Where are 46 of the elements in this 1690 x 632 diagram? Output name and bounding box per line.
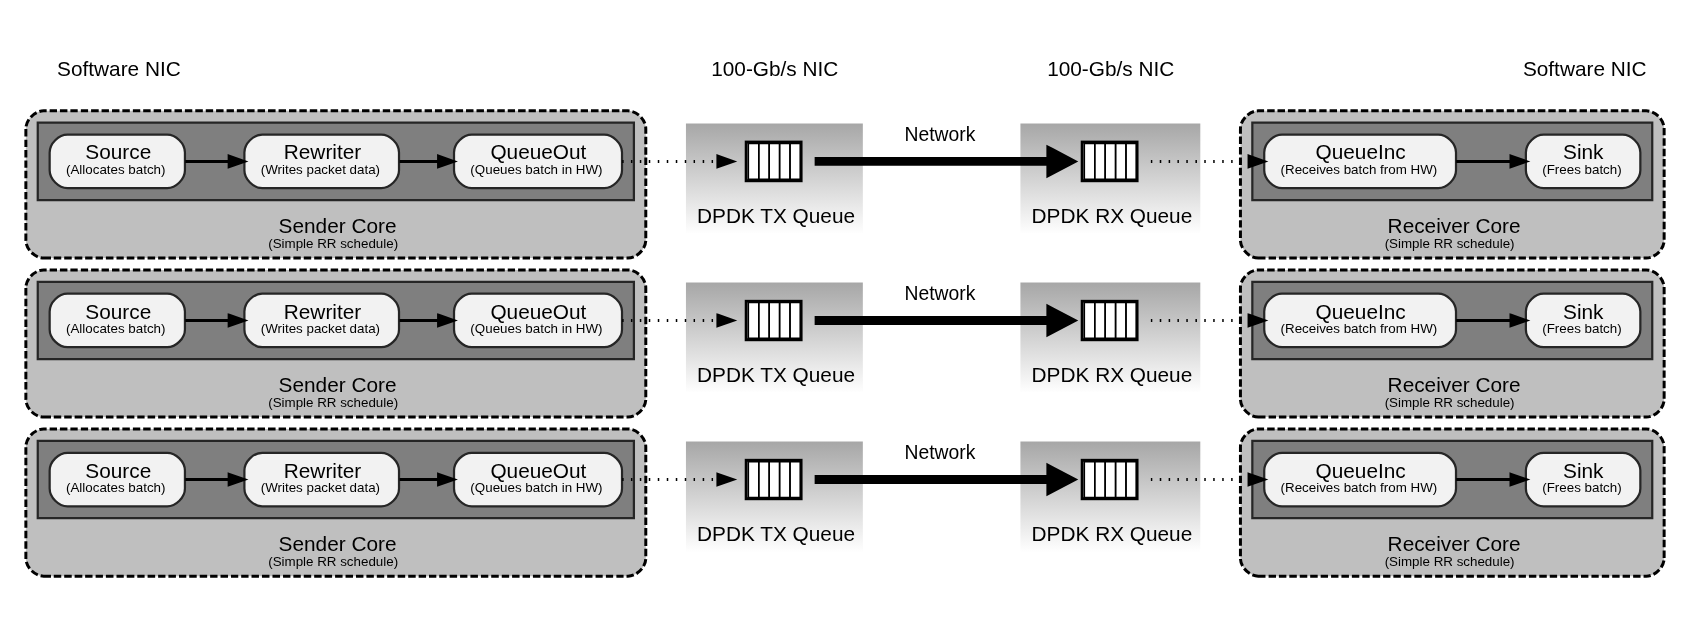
node-box: Source (Allocates batch) bbox=[48, 292, 187, 349]
label: 100-Gb/s NIC bbox=[711, 57, 839, 81]
node-box: Rewriter (Writes packet data) bbox=[243, 133, 401, 190]
node-box: Sink (Frees batch) bbox=[1524, 133, 1642, 190]
arrow bbox=[622, 154, 738, 169]
arrow bbox=[1150, 154, 1269, 169]
label: Software NIC bbox=[57, 57, 181, 81]
edge-label: Network bbox=[904, 124, 976, 146]
node-box: QueueOut (Queues batch in HW) bbox=[452, 133, 624, 190]
arrow bbox=[399, 154, 458, 169]
arrow bbox=[1456, 472, 1531, 487]
node-box: Sink (Frees batch) bbox=[1524, 292, 1642, 349]
arrow bbox=[1150, 472, 1269, 487]
arrow bbox=[1150, 313, 1269, 328]
cluster bbox=[36, 280, 635, 361]
arrow bbox=[1456, 313, 1531, 328]
node-box: QueueOut (Queues batch in HW) bbox=[452, 451, 624, 508]
arrow bbox=[399, 472, 458, 487]
arrow bbox=[622, 313, 738, 328]
node-box: QueueInc (Receives batch from HW) bbox=[1263, 133, 1458, 190]
arrow bbox=[185, 472, 249, 487]
label: Software NIC bbox=[1522, 57, 1647, 81]
node-box: Rewriter (Writes packet data) bbox=[243, 451, 401, 508]
arrow bbox=[814, 462, 1079, 497]
cluster bbox=[1251, 121, 1654, 202]
node-box: Source (Allocates batch) bbox=[48, 133, 187, 190]
cluster bbox=[36, 439, 635, 520]
arrow bbox=[185, 313, 249, 328]
arrow bbox=[622, 472, 738, 487]
node-box: Rewriter (Writes packet data) bbox=[243, 292, 401, 349]
edge-label: Network bbox=[904, 283, 976, 305]
cluster bbox=[36, 121, 635, 202]
cluster bbox=[1251, 439, 1654, 520]
arrow bbox=[814, 144, 1079, 179]
node-box: Sink (Frees batch) bbox=[1524, 451, 1642, 508]
label: 100-Gb/s NIC bbox=[1047, 57, 1175, 81]
node-box: QueueInc (Receives batch from HW) bbox=[1263, 451, 1458, 508]
node-box: Source (Allocates batch) bbox=[48, 451, 187, 508]
node-box: QueueOut (Queues batch in HW) bbox=[452, 292, 624, 349]
edge-label: Network bbox=[904, 442, 976, 464]
node-box: QueueInc (Receives batch from HW) bbox=[1263, 292, 1458, 349]
arrow bbox=[814, 303, 1079, 338]
arrow bbox=[185, 154, 249, 169]
arrow bbox=[399, 313, 458, 328]
cluster bbox=[1251, 280, 1654, 361]
arrow bbox=[1456, 154, 1531, 169]
